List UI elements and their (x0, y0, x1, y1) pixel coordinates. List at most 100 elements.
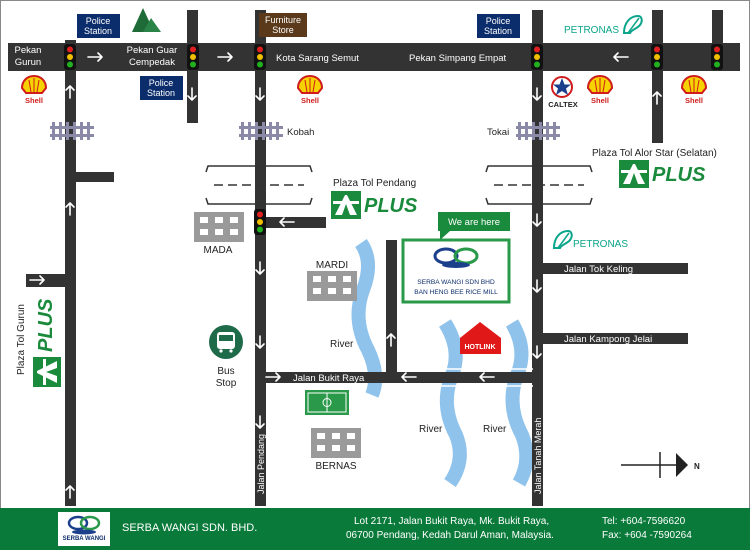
svg-text:BAN HENG BEE RICE MILL: BAN HENG BEE RICE MILL (414, 289, 498, 296)
traffic-light-icon (187, 44, 199, 70)
traffic-light-icon (531, 44, 543, 70)
arrow-west-icon (401, 372, 417, 382)
caltex-logo-icon (551, 76, 573, 98)
jalan-kampong-jelai-road (543, 333, 688, 344)
destination-rice-mill: SERBA WANGI SDN BHD BAN HENG BEE RICE MI… (401, 238, 511, 304)
arrow-south-icon (532, 87, 542, 101)
toll-plaza-pendang-label: Plaza Tol Pendang (333, 178, 416, 189)
road-mill-access (386, 240, 397, 372)
mada-label: MADA (204, 245, 233, 256)
arrow-north-icon (652, 91, 662, 105)
shell-logo-icon (297, 75, 323, 94)
jalan-tok-keling-label: Jalan Tok Keling (564, 264, 633, 275)
petronas-label-top: PETRONAS (564, 25, 619, 36)
pekan-gurun-label-1: Pekan (15, 45, 42, 56)
serba-wangi-logo-icon (433, 247, 479, 268)
road-gurun (65, 40, 76, 506)
pekan-guar-cempedak-label-1: Pekan Guar (127, 45, 178, 56)
mada-building-icon (194, 212, 244, 242)
arrow-south-icon (255, 335, 265, 349)
jalan-pendang-road (255, 10, 266, 506)
jalan-pendang-label: Jalan Pendang (256, 434, 266, 494)
jalan-bukit-raya-label: Jalan Bukit Raya (293, 373, 365, 384)
mardi-building-icon (307, 271, 357, 301)
road-gurun-spur (76, 172, 114, 182)
shell-logo-icon (587, 75, 613, 94)
jalan-tanah-merah-label: Jalan Tanah Merah (533, 418, 543, 494)
svg-text:We are here: We are here (448, 217, 500, 228)
arrow-north-icon (65, 85, 75, 99)
plus-brand-label: PLUS (35, 298, 57, 352)
plus-logo-icon (619, 160, 649, 188)
bus-stop-icon (209, 325, 243, 359)
footer-company-name: SERBA WANGI SDN. BHD. (122, 522, 258, 534)
jalan-tanah-merah-road (532, 10, 543, 506)
shell-label: Shell (301, 96, 319, 105)
shell-logo-icon (681, 75, 707, 94)
arrow-west-icon (279, 217, 295, 227)
main-road (8, 43, 740, 71)
svg-text:Police: Police (86, 16, 111, 26)
traffic-light-icon (64, 44, 76, 70)
arrow-west-icon (613, 52, 629, 62)
pekan-simpang-empat-label: Pekan Simpang Empat (409, 53, 507, 64)
toll-plaza-gurun-label: Plaza Tol Gurun (16, 304, 27, 375)
footer-logo-text: SERBA WANGI (62, 536, 106, 542)
svg-text:Station: Station (84, 26, 112, 36)
pekan-guar-cempedak-label-2: Cempedak (129, 57, 175, 68)
river-middle (438, 319, 467, 487)
police-station-2: Police Station (140, 76, 183, 100)
mardi-label: MARDI (316, 260, 348, 271)
tokai-label: Tokai (487, 127, 509, 138)
north-label: N (694, 462, 700, 471)
football-field-icon (305, 390, 349, 415)
hotlink-label: HOTLINK (464, 344, 495, 351)
arrow-north-icon (386, 333, 396, 347)
arrow-south-icon (255, 415, 265, 429)
traffic-light-icon (254, 44, 266, 70)
arrow-south-icon (532, 345, 542, 359)
footer-address-line-2: 06700 Pendang, Kedah Darul Aman, Malaysi… (346, 530, 554, 541)
arrow-east-icon (265, 372, 281, 382)
bridges (438, 368, 533, 387)
mountain-icon (132, 8, 161, 32)
river-label: River (330, 339, 354, 350)
plus-logo-icon (331, 191, 361, 219)
svg-text:Store: Store (272, 25, 294, 35)
footer-tel: Tel: +604-7596620 (602, 516, 686, 527)
we-are-here-callout: We are here (438, 212, 510, 240)
arrow-south-icon (532, 279, 542, 293)
arrow-east-icon (217, 52, 233, 62)
bernas-building-icon (311, 428, 361, 458)
river-right (505, 319, 534, 487)
petronas-logo-icon (623, 15, 643, 34)
pekan-gurun-label-2: Gurun (15, 57, 41, 68)
river-label: River (419, 424, 443, 435)
footer: SERBA WANGI SERBA WANGI SDN. BHD. Lot 21… (0, 508, 750, 550)
bus-stop-label-1: Bus (217, 366, 234, 377)
svg-text:Furniture: Furniture (265, 15, 301, 25)
footer-fax: Fax: +604 -7590264 (602, 530, 692, 541)
petronas-logo-icon (553, 230, 573, 249)
police-station-1: Police Station (77, 14, 120, 38)
serba-wangi-logo-icon (67, 515, 101, 535)
plus-brand-label: PLUS (364, 195, 418, 217)
svg-text:Station: Station (147, 88, 175, 98)
arrow-east-icon (29, 275, 45, 285)
hotlink-logo-icon: HOTLINK (460, 322, 501, 354)
kota-sarang-semut-label: Kota Sarang Semut (276, 53, 359, 64)
traffic-light-icon (254, 209, 266, 235)
direction-arrows (29, 52, 662, 499)
svg-text:Police: Police (486, 16, 511, 26)
caltex-label: CALTEX (548, 100, 577, 109)
shell-label: Shell (591, 96, 609, 105)
road-east-stub (712, 10, 723, 62)
svg-text:Station: Station (484, 26, 512, 36)
highway-markings (205, 165, 593, 205)
petronas-label: PETRONAS (573, 239, 628, 250)
shell-label: Shell (685, 96, 703, 105)
jalan-kampong-jelai-label: Jalan Kampong Jelai (564, 334, 652, 345)
arrow-south-icon (255, 87, 265, 101)
